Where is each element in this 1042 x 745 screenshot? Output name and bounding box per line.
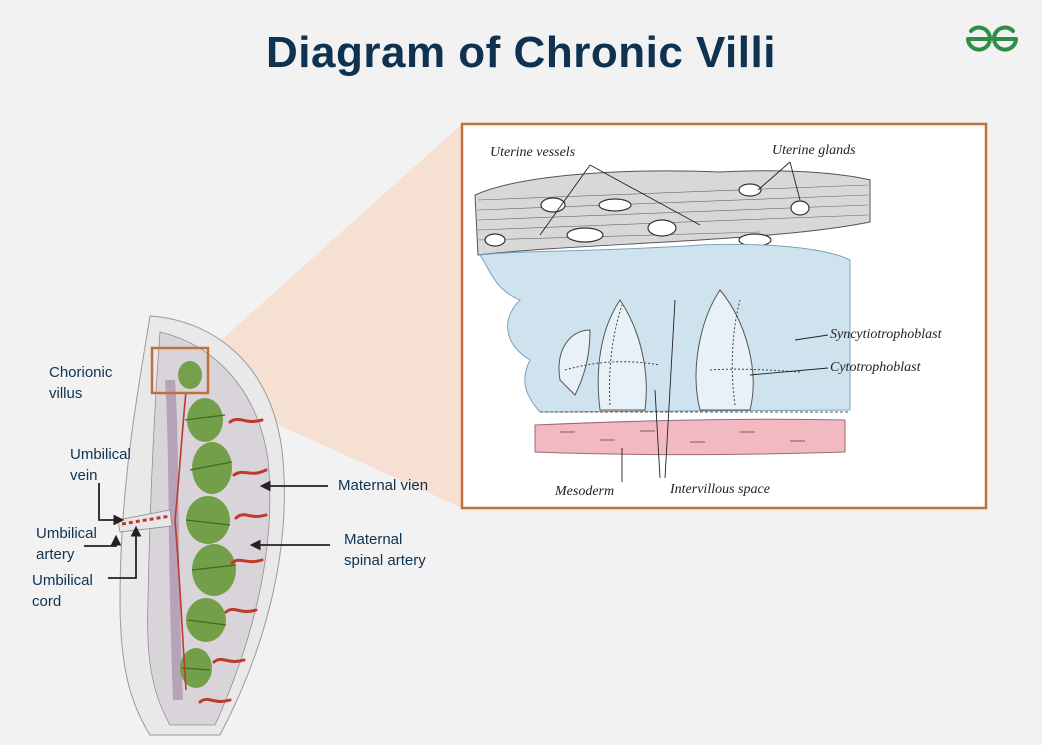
label-maternal-spinal-artery: Maternal spinal artery — [344, 531, 426, 569]
umbilical-vein-arrow — [98, 483, 125, 526]
umbilical-artery-arrow — [84, 534, 122, 547]
zoom-projection — [152, 124, 462, 508]
chorionic-villus-highlight — [150, 346, 210, 395]
label-umbilical-artery: Umbilical artery — [36, 525, 97, 563]
geeksforgeeks-logo-icon[interactable] — [962, 22, 1022, 56]
placenta-cross-section — [117, 315, 285, 736]
label-umbilical-cord: Umbilical cord — [32, 572, 93, 610]
inset-label-intervillous-space: Intervillous space — [670, 482, 770, 497]
inset-label-cytotrophoblast: Cytotrophoblast — [830, 360, 921, 375]
page-title: Diagram of Chronic Villi — [266, 28, 776, 77]
inset-label-mesoderm: Mesoderm — [555, 484, 615, 499]
mesoderm-band — [534, 418, 846, 456]
inset-label-syncytiotrophoblast: Syncytiotrophoblast — [830, 327, 942, 342]
label-chorionic-villus: Chorionic villus — [49, 364, 113, 402]
umbilical-cord-arrow — [108, 525, 142, 579]
label-umbilical-vein: Umbilical vein — [70, 446, 131, 484]
label-maternal-vein: Maternal vien — [338, 477, 429, 494]
inset-label-uterine-vessels: Uterine vessels — [490, 145, 576, 160]
inset-label-uterine-glands: Uterine glands — [772, 143, 856, 158]
inset-illustration — [474, 161, 871, 482]
